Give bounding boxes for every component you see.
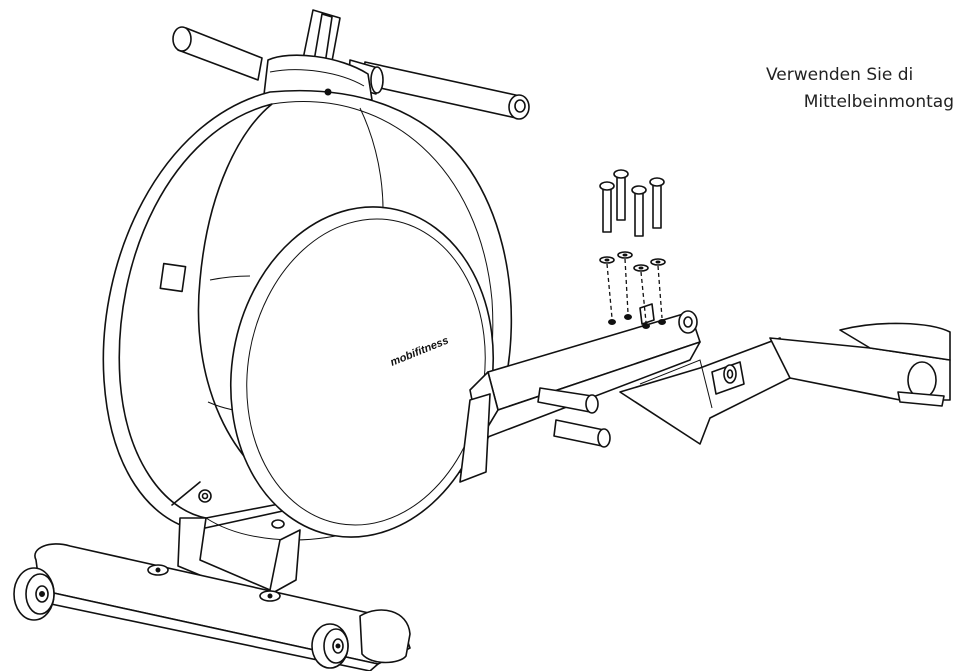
wheels [13, 567, 349, 669]
instruction-caption: Verwenden Sie di Mittelbeinmontag [736, 62, 954, 116]
screw-1 [599, 181, 615, 319]
foot-pegs [537, 387, 611, 448]
screws [599, 169, 666, 323]
front-base [31, 517, 411, 671]
main-rail [459, 303, 701, 483]
screw-4 [649, 177, 666, 319]
caption-line-1: Verwenden Sie di [766, 65, 914, 85]
caption-line-2: Mittelbeinmontag [803, 92, 954, 112]
screw-2 [613, 169, 633, 314]
screw-3 [631, 185, 649, 323]
middle-leg [619, 322, 951, 445]
